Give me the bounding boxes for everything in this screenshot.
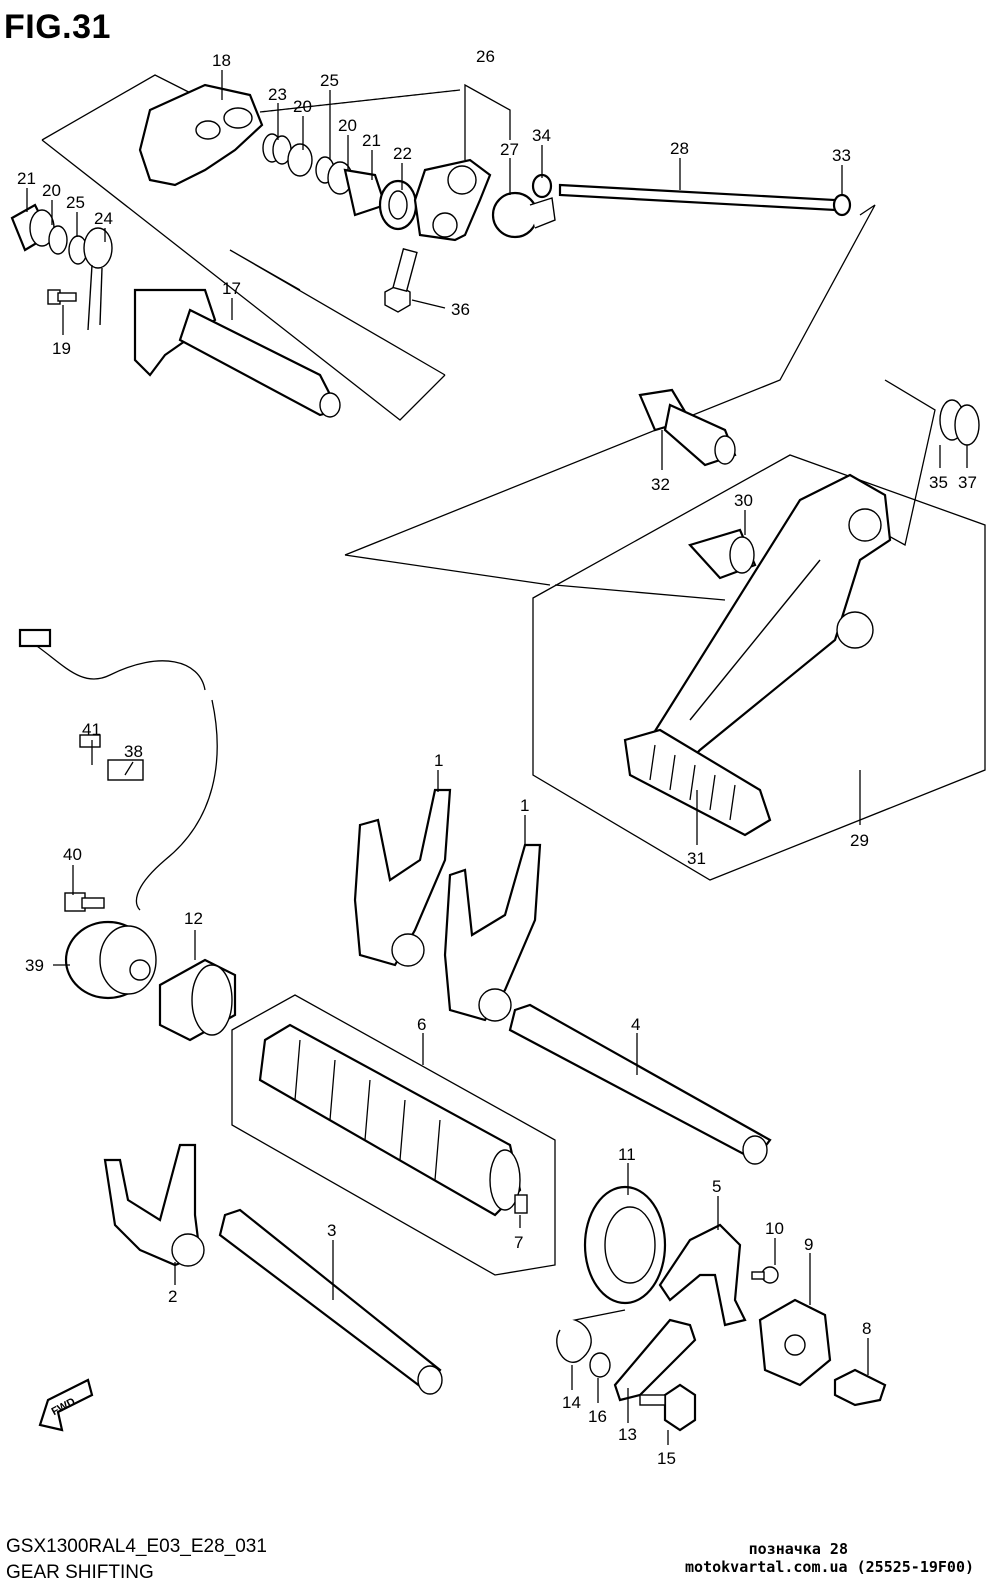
callout-38: 38 bbox=[124, 742, 143, 761]
callout-18: 18 bbox=[212, 51, 231, 70]
screw-10-part bbox=[751, 1266, 779, 1284]
callout-6: 6 bbox=[417, 1015, 426, 1034]
fork-shaft-4-part bbox=[508, 1003, 772, 1165]
callout-14: 14 bbox=[562, 1393, 581, 1412]
callout-30: 30 bbox=[734, 491, 753, 510]
callout-9: 9 bbox=[804, 1235, 813, 1254]
callout-8: 8 bbox=[862, 1319, 871, 1338]
callout-11: 11 bbox=[618, 1145, 636, 1164]
bolt-36-part bbox=[384, 248, 418, 313]
callout-1: 1 bbox=[520, 796, 529, 815]
callout-26: 26 bbox=[476, 47, 495, 66]
callout-19: 19 bbox=[52, 339, 71, 358]
callout-21: 21 bbox=[17, 169, 36, 188]
callout-33: 33 bbox=[832, 146, 851, 165]
model-code: GSX1300RAL4_E03_E28_031 bbox=[6, 1536, 267, 1557]
mid-group-frame bbox=[344, 204, 876, 601]
callout-39: 39 bbox=[25, 956, 44, 975]
small-parts-cluster bbox=[556, 1309, 697, 1432]
section-name: GEAR SHIFTING bbox=[6, 1562, 154, 1583]
callout-40: 40 bbox=[63, 845, 82, 864]
callout-31: 31 bbox=[687, 849, 706, 868]
callout-20: 20 bbox=[42, 181, 61, 200]
callout-37: 37 bbox=[958, 473, 977, 492]
shift-fork-1a-part bbox=[353, 788, 452, 967]
callout-35: 35 bbox=[929, 473, 948, 492]
stopper-arm-5-part bbox=[658, 1223, 747, 1327]
figure-title: FIG.31 bbox=[4, 8, 111, 46]
callout-7: 7 bbox=[514, 1233, 523, 1252]
shift-fork-1b-part bbox=[443, 843, 542, 1022]
callout-12: 12 bbox=[184, 909, 203, 928]
shift-arm-part bbox=[413, 158, 556, 242]
callout-28: 28 bbox=[670, 139, 689, 158]
callout-5: 5 bbox=[712, 1177, 721, 1196]
callout-36: 36 bbox=[451, 300, 470, 319]
callout-20: 20 bbox=[338, 116, 357, 135]
bolt-19-part bbox=[47, 289, 77, 305]
fork-shaft-3-part bbox=[218, 1208, 443, 1395]
callout-25: 25 bbox=[66, 193, 85, 212]
stopper-plate-part bbox=[138, 83, 264, 187]
bearing-11-part bbox=[583, 1185, 667, 1305]
needle-bearing-12-part bbox=[158, 958, 237, 1042]
left-bearing-spring-stack bbox=[10, 203, 113, 331]
cam-9-part bbox=[758, 1298, 832, 1387]
callout-16: 16 bbox=[588, 1407, 607, 1426]
callout-15: 15 bbox=[657, 1449, 676, 1468]
callout-25: 25 bbox=[320, 71, 339, 90]
collar-30-part bbox=[688, 528, 757, 580]
callout-41: 41 bbox=[82, 720, 101, 739]
callout-17: 17 bbox=[222, 279, 241, 298]
leader-lines bbox=[26, 70, 968, 1445]
callout-3: 3 bbox=[327, 1221, 336, 1240]
pivot-bolt-part bbox=[638, 388, 737, 467]
watermark-line-1: позначка 28 bbox=[748, 1540, 848, 1558]
pin-8-part bbox=[833, 1368, 887, 1407]
callout-labels: 18 23 20 25 20 21 22 26 27 34 28 33 21 2… bbox=[17, 47, 977, 1468]
forward-arrow-icon: FWD bbox=[38, 1378, 94, 1432]
callout-29: 29 bbox=[850, 831, 869, 850]
callout-27: 27 bbox=[500, 140, 519, 159]
callout-13: 13 bbox=[618, 1425, 637, 1444]
shift-drum-frame bbox=[231, 994, 556, 1276]
callout-24: 24 bbox=[94, 209, 113, 228]
watermark-line-2: motokvartal.com.ua (25525-19F00) bbox=[685, 1558, 974, 1576]
callout-23: 23 bbox=[268, 85, 287, 104]
shift-drum-part bbox=[258, 1023, 522, 1217]
callout-1: 1 bbox=[434, 751, 443, 770]
callout-32: 32 bbox=[651, 475, 670, 494]
gearshift-shaft-part bbox=[133, 288, 341, 418]
shift-lever-part bbox=[623, 473, 892, 837]
shift-fork-2-part bbox=[103, 1143, 205, 1267]
pin-7-part bbox=[514, 1194, 528, 1214]
upper-spring-bearing-stack bbox=[262, 133, 418, 231]
circlips-part bbox=[939, 399, 980, 446]
callout-21: 21 bbox=[362, 131, 381, 150]
callout-34: 34 bbox=[532, 126, 551, 145]
callout-22: 22 bbox=[393, 144, 412, 163]
callout-20: 20 bbox=[293, 97, 312, 116]
tie-rod-part bbox=[531, 173, 852, 217]
callout-10: 10 bbox=[765, 1219, 784, 1238]
callout-4: 4 bbox=[631, 1015, 640, 1034]
callout-2: 2 bbox=[168, 1287, 177, 1306]
gear-position-sensor-part bbox=[18, 628, 218, 1000]
